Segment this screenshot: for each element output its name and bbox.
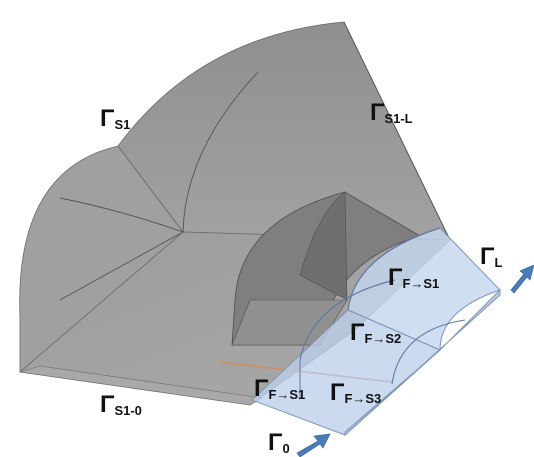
inlet-arrow [297,434,330,457]
solid-top-face [118,22,450,240]
outlet-arrow [511,265,534,293]
label-gamma-l: ΓL [480,243,502,270]
label-gamma-s1-l: ΓS1-L [370,99,413,126]
label-gamma-0: Γ0 [268,429,290,456]
label-gamma-s1: ΓS1 [100,105,130,132]
label-gamma-s1-0: ΓS1-0 [100,391,142,418]
